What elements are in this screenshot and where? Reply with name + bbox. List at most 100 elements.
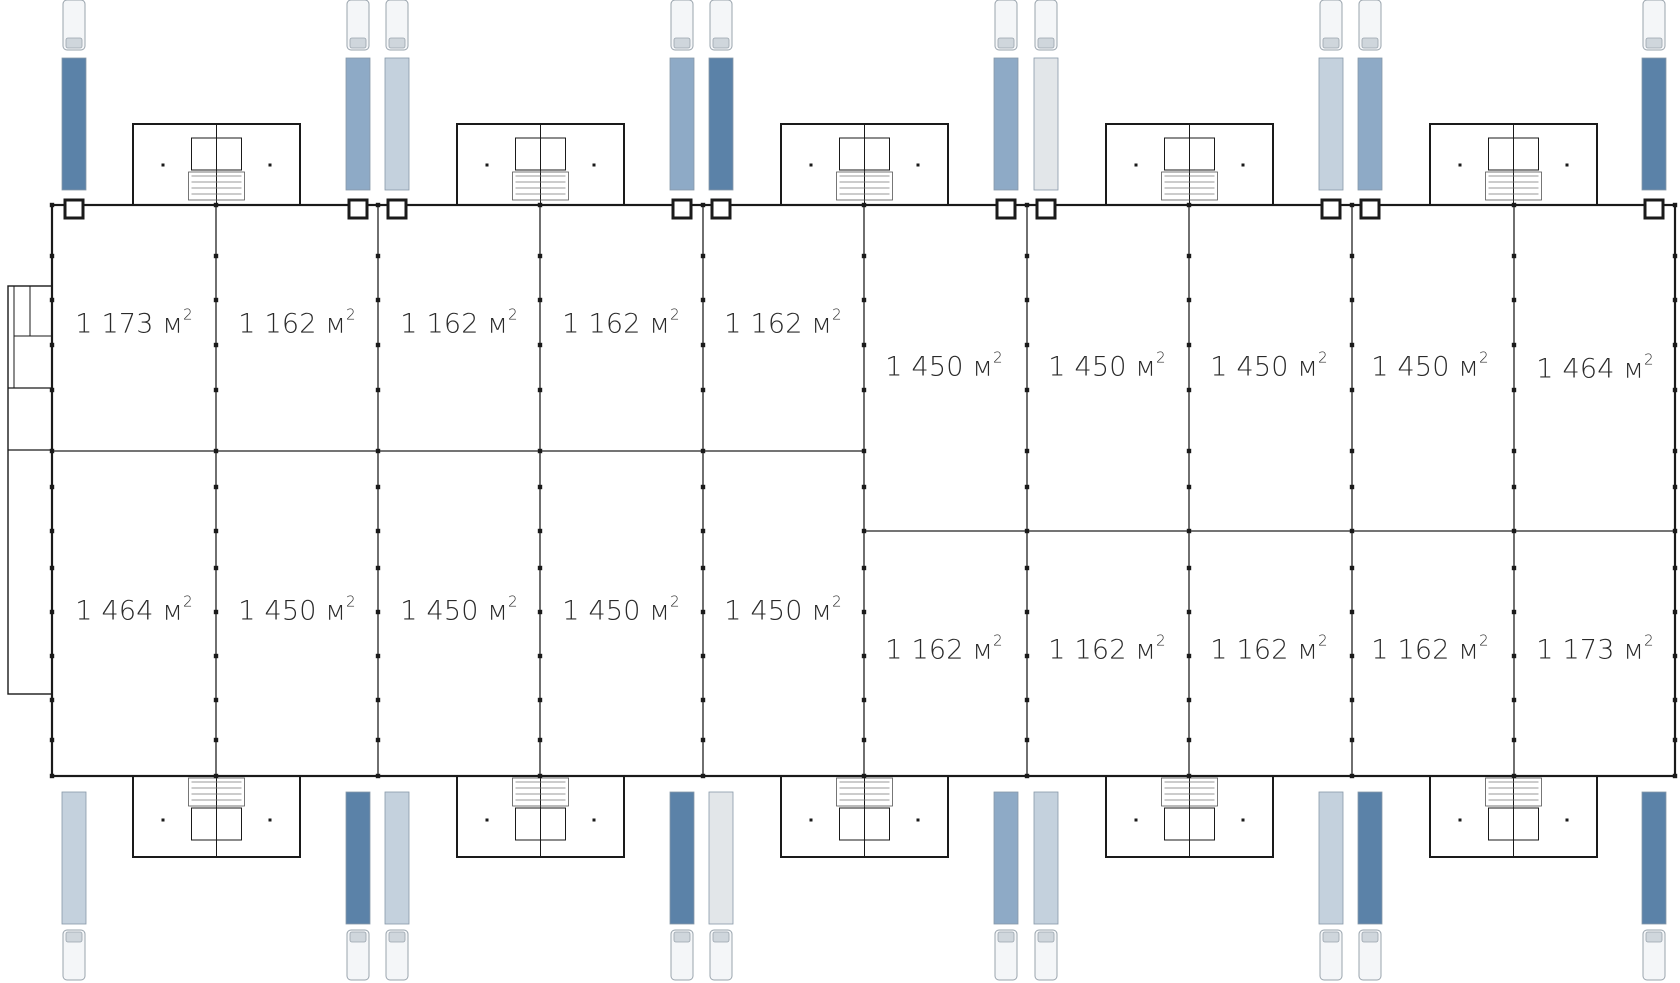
structural-column: [49, 484, 55, 490]
annex-column: [1565, 818, 1569, 822]
truck-windshield: [673, 37, 691, 49]
truck-top: [993, 0, 1019, 191]
structural-column: [1672, 773, 1678, 779]
truck-windshield: [712, 37, 730, 49]
structural-column: [213, 202, 219, 208]
columns-layer: [49, 202, 1678, 779]
stair-flight: [836, 171, 893, 201]
truck-trailer: [1033, 791, 1059, 925]
structural-column: [700, 528, 706, 534]
truck-windshield: [712, 931, 730, 943]
structural-column: [700, 653, 706, 659]
structural-column: [1024, 484, 1030, 490]
structural-column: [49, 202, 55, 208]
structural-column: [1024, 697, 1030, 703]
structural-column: [375, 342, 381, 348]
structural-column: [49, 297, 55, 303]
truck-bottom: [993, 791, 1019, 981]
structural-column: [1186, 484, 1192, 490]
unit-area-label-b3: 1 450 м2: [400, 592, 518, 627]
truck-cab: [709, 929, 733, 981]
structural-column: [1186, 528, 1192, 534]
unit-area-label-t9: 1 450 м2: [1371, 348, 1489, 383]
structural-column: [1349, 342, 1355, 348]
structural-column: [49, 565, 55, 571]
truck-cab: [346, 0, 370, 51]
truck-windshield: [1037, 37, 1055, 49]
structural-column: [1186, 253, 1192, 259]
structural-column: [1511, 565, 1517, 571]
truck-top: [1357, 0, 1383, 191]
structural-column: [213, 253, 219, 259]
structural-column: [375, 387, 381, 393]
structural-column: [49, 773, 55, 779]
truck-trailer: [1641, 57, 1667, 191]
truck-cab: [994, 0, 1018, 51]
unit-area-label-b6: 1 162 м2: [885, 631, 1003, 666]
truck-trailer: [708, 57, 734, 191]
truck-cab: [346, 929, 370, 981]
truck-windshield: [65, 37, 83, 49]
truck-cab: [1642, 0, 1666, 51]
structural-column: [861, 387, 867, 393]
structural-column: [1672, 297, 1678, 303]
truck-trailer: [708, 791, 734, 925]
truck-bottom: [61, 791, 87, 981]
truck-cab: [1319, 0, 1343, 51]
office-annex-top: [1105, 123, 1274, 205]
unit-area-label-b10: 1 173 м2: [1536, 631, 1654, 666]
truck-windshield: [65, 931, 83, 943]
structural-column: [537, 448, 543, 454]
left-side-annex: [7, 285, 53, 695]
truck-trailer: [993, 57, 1019, 191]
structural-column: [375, 609, 381, 615]
structural-column: [861, 773, 867, 779]
structural-column: [1511, 653, 1517, 659]
loading-dock: [995, 198, 1017, 220]
structural-column: [49, 653, 55, 659]
structural-column: [1672, 202, 1678, 208]
truck-top: [1318, 0, 1344, 191]
structural-column: [1672, 565, 1678, 571]
structural-column: [375, 202, 381, 208]
structural-column: [1186, 565, 1192, 571]
structural-column: [700, 387, 706, 393]
structural-column: [1511, 484, 1517, 490]
trucks-layer: [61, 0, 1667, 981]
structural-column: [700, 202, 706, 208]
unit-area-label-b2: 1 450 м2: [238, 592, 356, 627]
truck-trailer: [61, 791, 87, 925]
office-annex-bottom: [780, 776, 949, 858]
truck-windshield: [388, 37, 406, 49]
structural-column: [49, 253, 55, 259]
loading-dock: [1320, 198, 1342, 220]
structural-column: [700, 565, 706, 571]
structural-column: [1349, 202, 1355, 208]
structural-column: [1024, 297, 1030, 303]
structural-column: [1672, 253, 1678, 259]
structural-column: [1672, 609, 1678, 615]
structural-column: [213, 528, 219, 534]
structural-column: [537, 387, 543, 393]
truck-trailer: [1357, 791, 1383, 925]
structural-column: [1672, 737, 1678, 743]
truck-trailer: [345, 791, 371, 925]
truck-windshield: [1361, 37, 1379, 49]
structural-column: [1511, 609, 1517, 615]
annex-column: [268, 818, 272, 822]
structural-column: [1349, 297, 1355, 303]
structural-column: [1349, 387, 1355, 393]
structural-column: [537, 342, 543, 348]
structural-column: [213, 773, 219, 779]
structural-column: [213, 697, 219, 703]
structural-column: [213, 609, 219, 615]
truck-windshield: [997, 931, 1015, 943]
structural-column: [49, 697, 55, 703]
truck-trailer: [1641, 791, 1667, 925]
structural-column: [213, 448, 219, 454]
structural-column: [1024, 565, 1030, 571]
annex-column: [161, 818, 165, 822]
unit-area-label-t5: 1 162 м2: [724, 305, 842, 340]
truck-top: [669, 0, 695, 191]
structural-column: [1186, 697, 1192, 703]
